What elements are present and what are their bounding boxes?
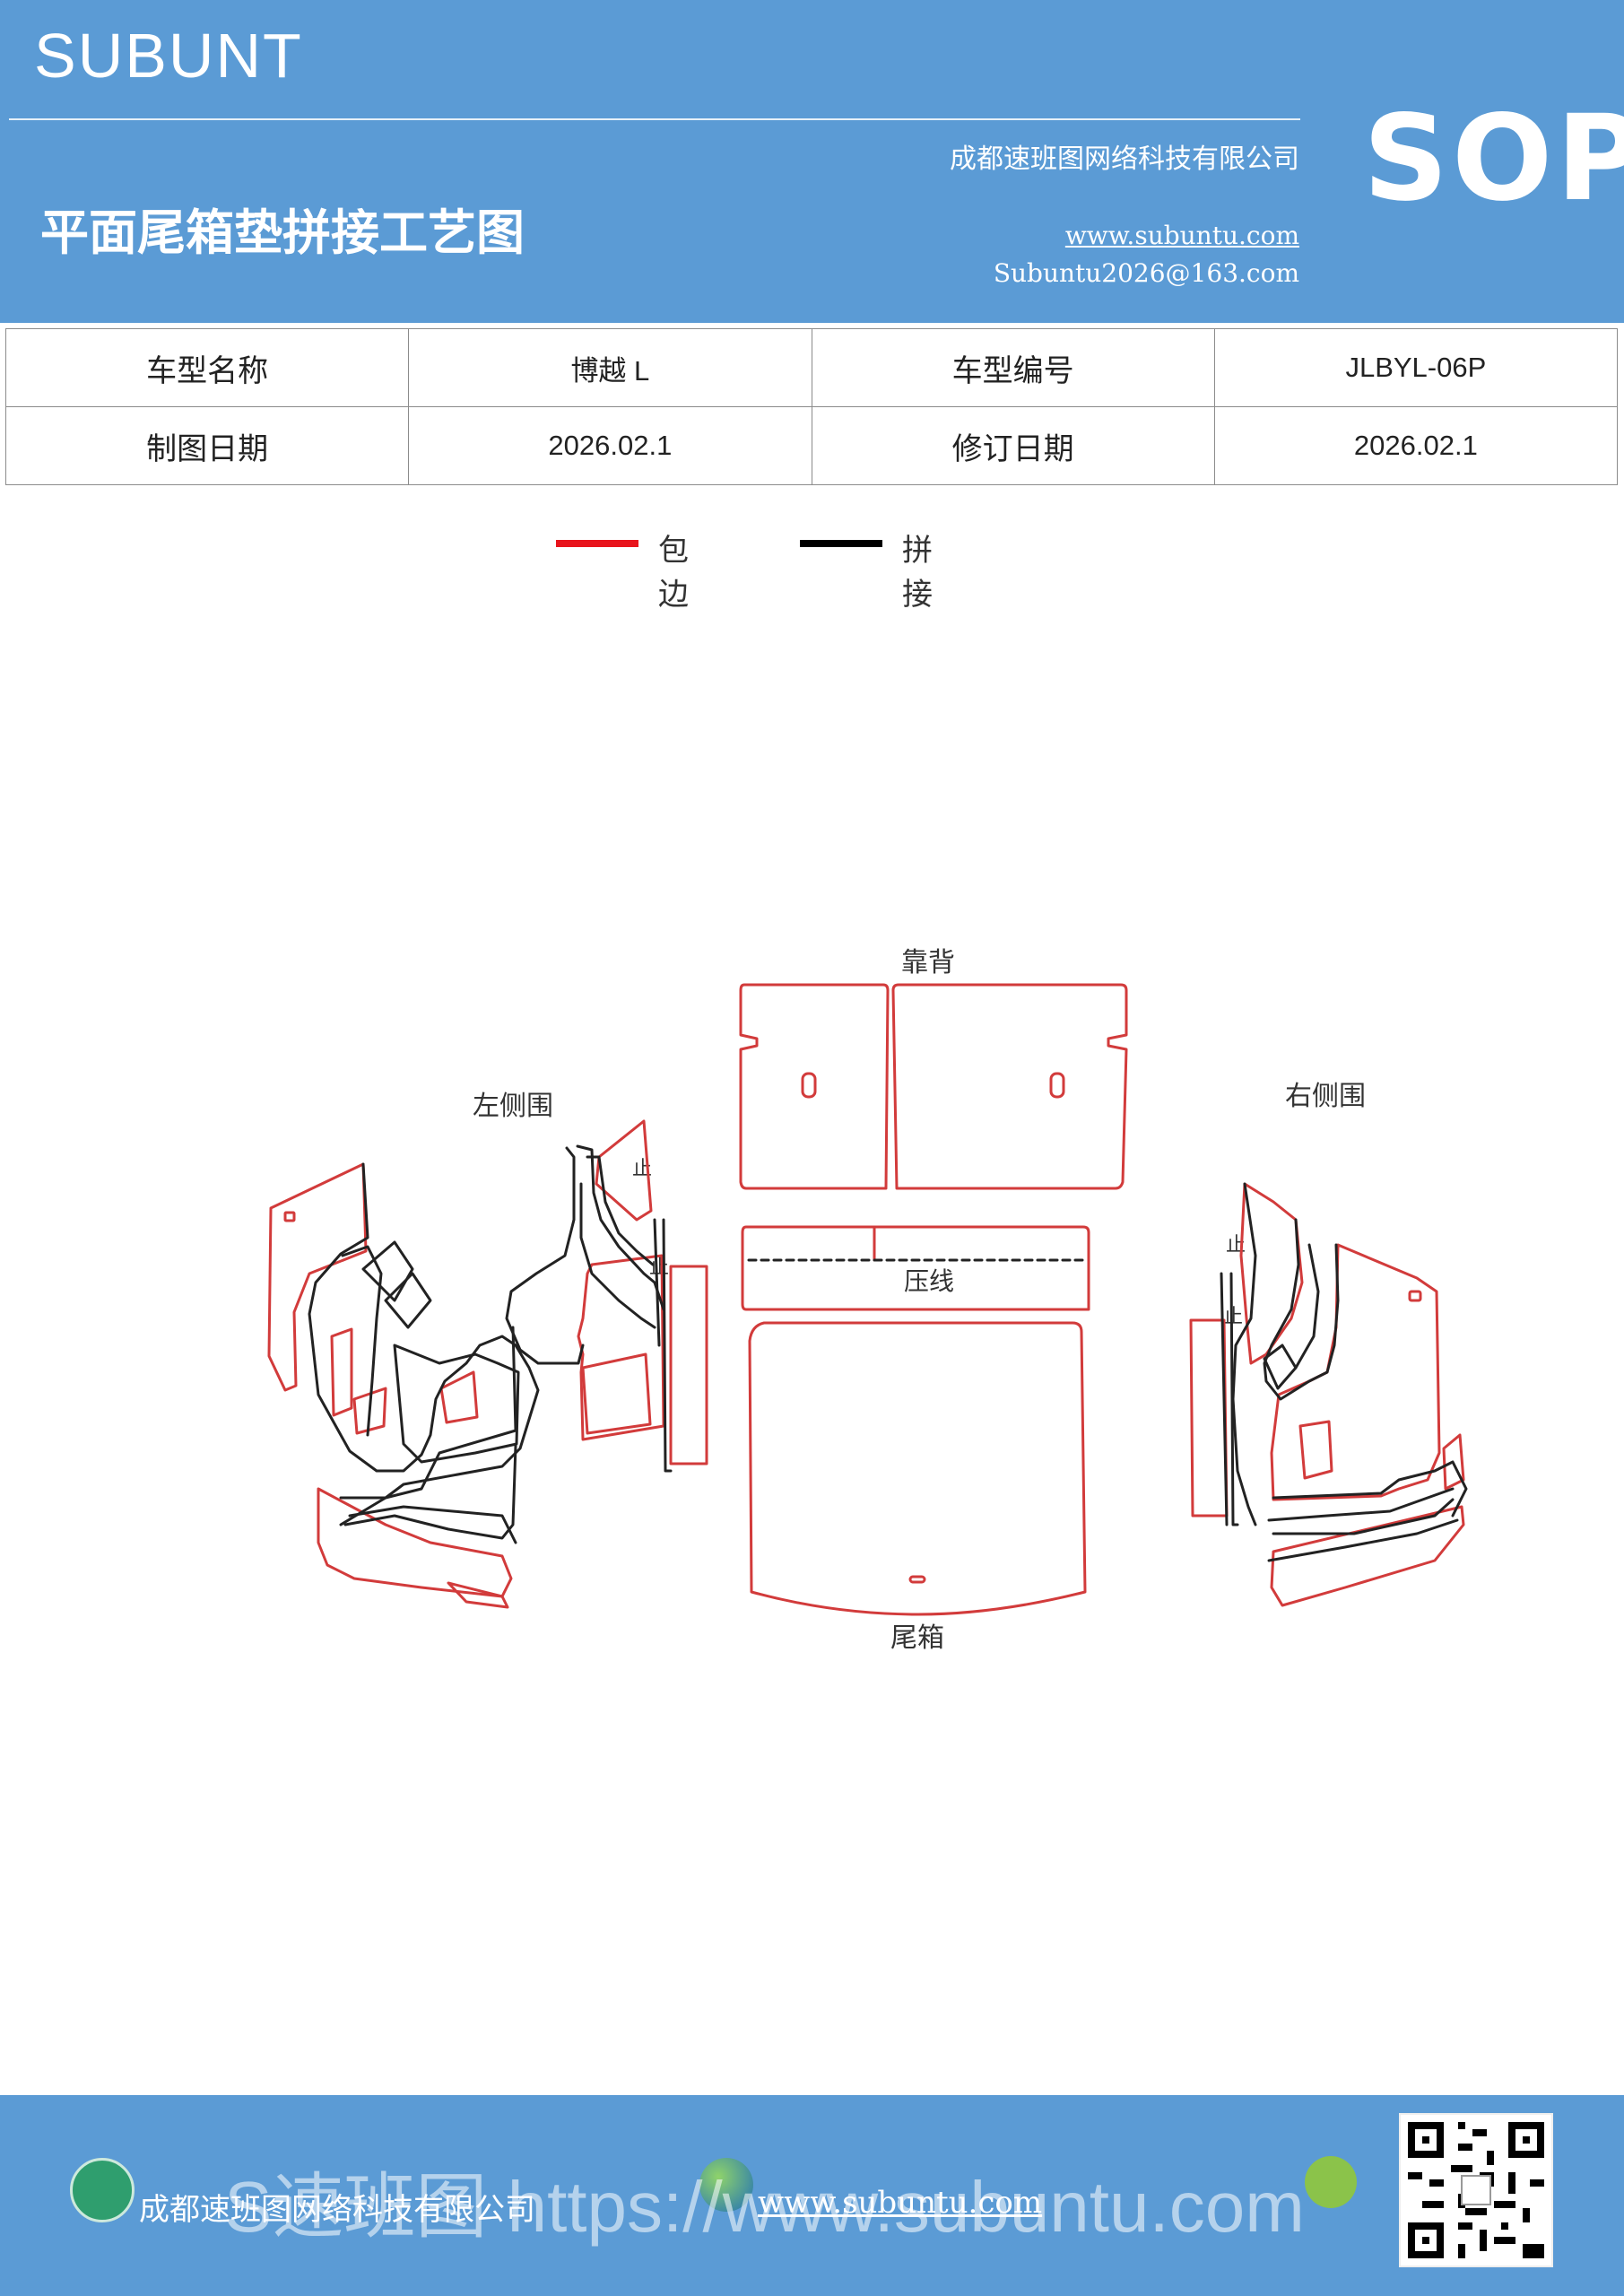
document-title: 平面尾箱垫拼接工艺图	[40, 204, 525, 261]
left-side-panel-5	[669, 1265, 708, 1465]
company-building-icon	[70, 2158, 135, 2222]
value-drawing-date: 2026.02.1	[408, 406, 812, 485]
left-seam-9	[505, 1146, 585, 1365]
left-seam-14	[653, 1218, 661, 1347]
backrest-left-panel	[739, 983, 890, 1190]
left-side-panel-2	[317, 1487, 513, 1598]
stop-mark-right-2: 止	[1223, 1306, 1243, 1328]
footer-watermark: S速班图 https://www.subuntu.com	[224, 2167, 1305, 2247]
company-name: 成都速班图网络科技有限公司	[950, 144, 1299, 175]
left-side-panel-6	[447, 1581, 509, 1609]
right-seam-7	[1272, 1460, 1468, 1518]
brand-name: SUBUNT	[34, 21, 303, 91]
left-seam-2	[341, 1245, 383, 1437]
label-model-code: 车型编号	[811, 328, 1215, 407]
label-model-name: 车型名称	[4, 328, 410, 407]
sop-badge: SOP	[1363, 90, 1624, 228]
header-divider	[9, 118, 1300, 120]
left-seam-6	[339, 1326, 517, 1526]
legend-edge-label: 包边	[658, 533, 689, 613]
right-side-panel-4	[1270, 1505, 1465, 1607]
left-seam-8	[343, 1444, 517, 1540]
label-revision-date: 修订日期	[811, 406, 1215, 485]
table-row: 制图日期 2026.02.1 修订日期 2026.02.1	[4, 406, 1619, 485]
vehicle-info-table: 车型名称 博越 L 车型编号 JLBYL-06P 制图日期 2026.02.1 …	[4, 328, 1619, 485]
left-seam-4	[384, 1272, 432, 1329]
label-crease: 压线	[904, 1266, 954, 1296]
trunk-floor-panel	[748, 1321, 1087, 1616]
right-seam-6	[1220, 1272, 1229, 1526]
wechat-icon	[1305, 2156, 1357, 2208]
footer-banner: 成都速班图网络科技有限公司 www.subuntu.com S速班图 https…	[0, 2095, 1624, 2296]
left-seam-5	[393, 1344, 520, 1464]
left-seam-3	[361, 1240, 414, 1302]
left-side-panel-4	[577, 1254, 665, 1441]
legend-seam-swatch	[800, 540, 882, 547]
legend-edge-swatch	[556, 540, 638, 547]
left-side-inner-4	[330, 1327, 353, 1417]
right-seam-5	[1229, 1272, 1239, 1526]
right-seam-2	[1263, 1218, 1340, 1401]
right-seam-8	[1267, 1487, 1455, 1522]
right-side-panel-1	[1239, 1182, 1304, 1365]
left-side-inner-3	[581, 1352, 652, 1435]
table-row: 车型名称 博越 L 车型编号 JLBYL-06P	[4, 328, 1619, 407]
value-model-code: JLBYL-06P	[1213, 328, 1619, 407]
backrest-right-panel	[891, 983, 1128, 1190]
website-link[interactable]: www.subuntu.com	[1064, 221, 1299, 250]
label-trunk: 尾箱	[890, 1622, 944, 1654]
left-side-inner-2	[439, 1370, 479, 1424]
left-seam-11	[586, 1155, 655, 1266]
backrest-left-hole	[801, 1072, 817, 1099]
right-side-hole	[1408, 1290, 1422, 1302]
footer-company-name: 成都速班图网络科技有限公司	[139, 2192, 535, 2228]
footer-website-link[interactable]: www.subuntu.com	[758, 2185, 1043, 2221]
left-side-inner-1	[352, 1387, 387, 1435]
header-banner: SUBUNT 成都速班图网络科技有限公司 平面尾箱垫拼接工艺图 www.subu…	[0, 0, 1624, 323]
qr-code[interactable]	[1399, 2113, 1553, 2267]
left-side-hole	[283, 1211, 296, 1222]
left-seam-1	[308, 1162, 540, 1500]
right-seam-1	[1231, 1182, 1257, 1526]
right-seam-9	[1272, 1498, 1455, 1535]
legend-seam-label: 拼接	[902, 533, 933, 613]
seam-group	[308, 1144, 1468, 1562]
left-seam-12	[579, 1182, 656, 1329]
right-side-panel-5	[1298, 1420, 1333, 1480]
backrest-right-hole	[1049, 1072, 1065, 1099]
edge-binding-group	[267, 983, 1465, 1616]
email-address: Subuntu2026@163.com	[993, 258, 1299, 288]
right-side-panel-6	[1442, 1433, 1465, 1491]
crease-strip	[741, 1225, 1090, 1311]
right-seam-10	[1267, 1518, 1459, 1562]
right-seam-4	[1294, 1243, 1320, 1370]
right-side-panel-3	[1189, 1318, 1229, 1518]
trunk-handle-slot	[908, 1575, 926, 1584]
trunk-mat-diagram: 靠背 左侧围 右侧围 压线 尾箱 止 止 止 止	[267, 947, 1468, 1654]
left-side-panel-3	[595, 1119, 653, 1222]
value-model-name: 博越 L	[408, 328, 812, 407]
left-seam-13	[662, 1218, 673, 1473]
stop-mark-left-2: 止	[649, 1257, 669, 1279]
label-left-side: 左侧围	[473, 1091, 553, 1122]
label-backrest: 靠背	[901, 947, 955, 978]
label-right-side: 右侧围	[1285, 1081, 1366, 1112]
globe-icon	[699, 2158, 753, 2212]
label-drawing-date: 制图日期	[4, 406, 410, 485]
value-revision-date: 2026.02.1	[1213, 406, 1619, 485]
